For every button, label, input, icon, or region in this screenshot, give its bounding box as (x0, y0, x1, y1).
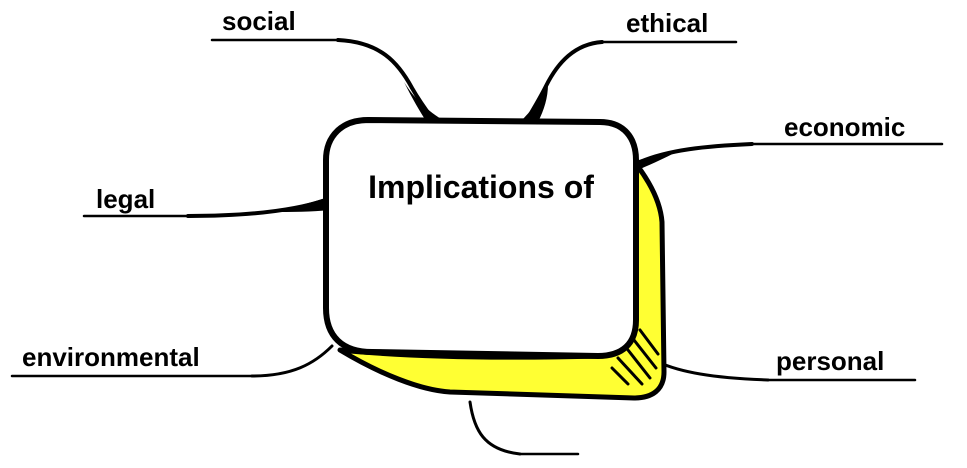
central-topic-title: Implications of (368, 169, 594, 205)
branch-curve-personal (658, 362, 768, 380)
branch-label-economic: economic (784, 112, 905, 142)
central-box: Implications of (326, 120, 664, 398)
branch-label-social: social (222, 6, 296, 36)
branch-curve-environmental (252, 346, 332, 376)
box-front-face (326, 120, 636, 356)
branch-label-personal: personal (776, 346, 884, 376)
branch-curve-bottom (470, 402, 520, 454)
branch-label-legal: legal (96, 184, 155, 214)
branch-label-ethical: ethical (626, 8, 708, 38)
branch-label-environmental: environmental (22, 342, 200, 372)
